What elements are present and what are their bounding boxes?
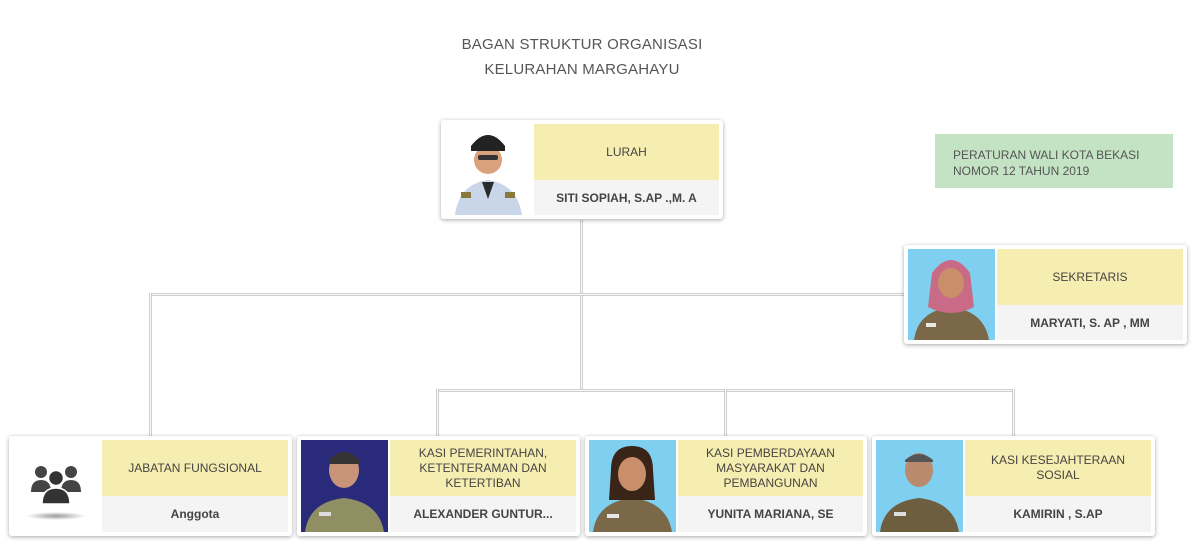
connector-kasi2-down — [724, 389, 727, 436]
chart-title-line2: KELURAHAN MARGAHAYU — [484, 61, 680, 78]
node-kasi-kesejahteraan[interactable]: KASI KESEJAHTERAAN SOSIAL KAMIRIN , S.AP — [872, 436, 1155, 536]
sekretaris-photo — [908, 249, 995, 340]
lurah-photo — [445, 124, 532, 215]
kasi-kesejahteraan-photo — [876, 440, 963, 532]
regulation-note-line1: PERATURAN WALI KOTA BEKASI — [953, 148, 1140, 162]
lurah-role: LURAH — [534, 124, 719, 180]
chart-title-line1: BAGAN STRUKTUR ORGANISASI — [461, 36, 703, 53]
connector-fungsional-down — [149, 293, 152, 436]
node-sekretaris[interactable]: SEKRETARIS MARYATI, S. AP , MM — [904, 245, 1187, 344]
sekretaris-role: SEKRETARIS — [997, 249, 1183, 305]
node-jabatan-fungsional[interactable]: JABATAN FUNGSIONAL Anggota — [9, 436, 292, 536]
fungsional-name: Anggota — [102, 496, 288, 532]
lurah-name: SITI SOPIAH, S.AP .,M. A — [534, 180, 719, 215]
node-kasi-pemberdayaan[interactable]: KASI PEMBERDAYAAN MASYARAKAT DAN PEMBANG… — [585, 436, 867, 536]
connector-kasi3-down — [1012, 389, 1015, 436]
sekretaris-name: MARYATI, S. AP , MM — [997, 305, 1183, 340]
kasi-pemerintahan-name: ALEXANDER GUNTUR... — [390, 496, 576, 532]
regulation-note: PERATURAN WALI KOTA BEKASI NOMOR 12 TAHU… — [935, 134, 1173, 188]
connector-kasi1-down — [436, 389, 439, 436]
kasi-kesejahteraan-name: KAMIRIN , S.AP — [965, 496, 1151, 532]
kasi-pemberdayaan-role: KASI PEMBERDAYAAN MASYARAKAT DAN PEMBANG… — [678, 440, 863, 496]
fungsional-role: JABATAN FUNGSIONAL — [102, 440, 288, 496]
regulation-note-line2: NOMOR 12 TAHUN 2019 — [953, 164, 1090, 178]
kasi-pemberdayaan-name: YUNITA MARIANA, SE — [678, 496, 863, 532]
node-lurah[interactable]: LURAH SITI SOPIAH, S.AP .,M. A — [441, 120, 723, 219]
connector-top-horizontal — [149, 293, 906, 296]
group-icon — [13, 440, 100, 532]
kasi-pemerintahan-photo — [301, 440, 388, 532]
kasi-kesejahteraan-role: KASI KESEJAHTERAAN SOSIAL — [965, 440, 1151, 496]
connector-lurah-down — [580, 220, 583, 392]
node-kasi-pemerintahan[interactable]: KASI PEMERINTAHAN, KETENTERAMAN DAN KETE… — [297, 436, 580, 536]
kasi-pemberdayaan-photo — [589, 440, 676, 532]
kasi-pemerintahan-role: KASI PEMERINTAHAN, KETENTERAMAN DAN KETE… — [390, 440, 576, 496]
